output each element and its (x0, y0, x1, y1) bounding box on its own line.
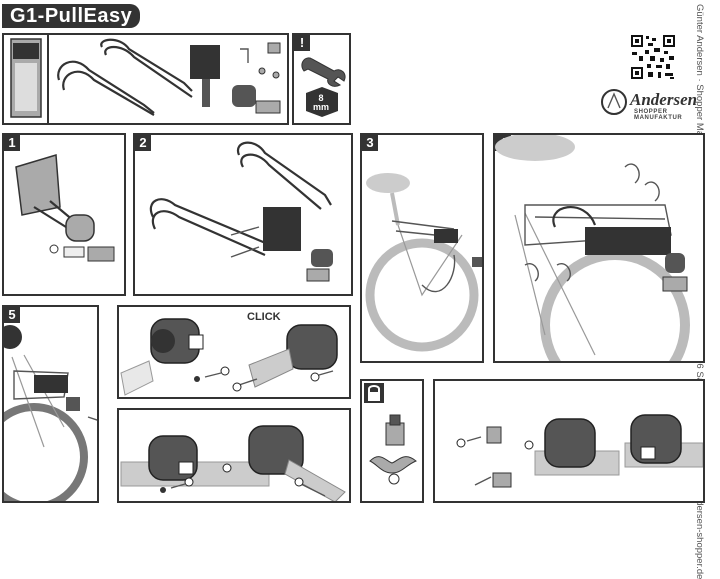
step-number: 1 (4, 135, 20, 151)
step-5b-panel (117, 408, 351, 503)
lock-panel (360, 379, 424, 503)
step-number: 2 (135, 135, 151, 151)
step-number: 3 (362, 135, 378, 151)
parts-illustration (10, 35, 281, 123)
brand-name: Andersen (630, 90, 698, 109)
step-1-panel: 1 (2, 133, 126, 296)
notice-badge: ! (294, 35, 310, 51)
wrench-size-unit: mm (312, 102, 329, 112)
page-title: G1-PullEasy (2, 4, 141, 28)
qr-code[interactable] (630, 34, 676, 80)
step-5a-panel: CLICK (117, 305, 351, 399)
step-2-panel: 2 (133, 133, 353, 296)
lock-sequence-panel (433, 379, 705, 503)
hex-size-icon (306, 87, 338, 117)
wrench-icon (301, 57, 346, 87)
padlock-icon (364, 383, 384, 403)
step-4-panel: 4 (493, 133, 705, 363)
parts-panel (2, 33, 289, 125)
wrench-size-value: 8 (318, 93, 324, 103)
brand-tagline: SHOPPER MANUFAKTUR (634, 109, 683, 121)
step-number: 5 (4, 307, 20, 323)
click-callout: CLICK (247, 311, 281, 323)
step-5-panel: 5 (2, 305, 99, 503)
tools-panel: ! 8 mm (292, 33, 351, 125)
step-3-panel: 3 (360, 133, 484, 363)
brand-logo: Andersen SHOPPER MANUFAKTUR (600, 86, 710, 121)
